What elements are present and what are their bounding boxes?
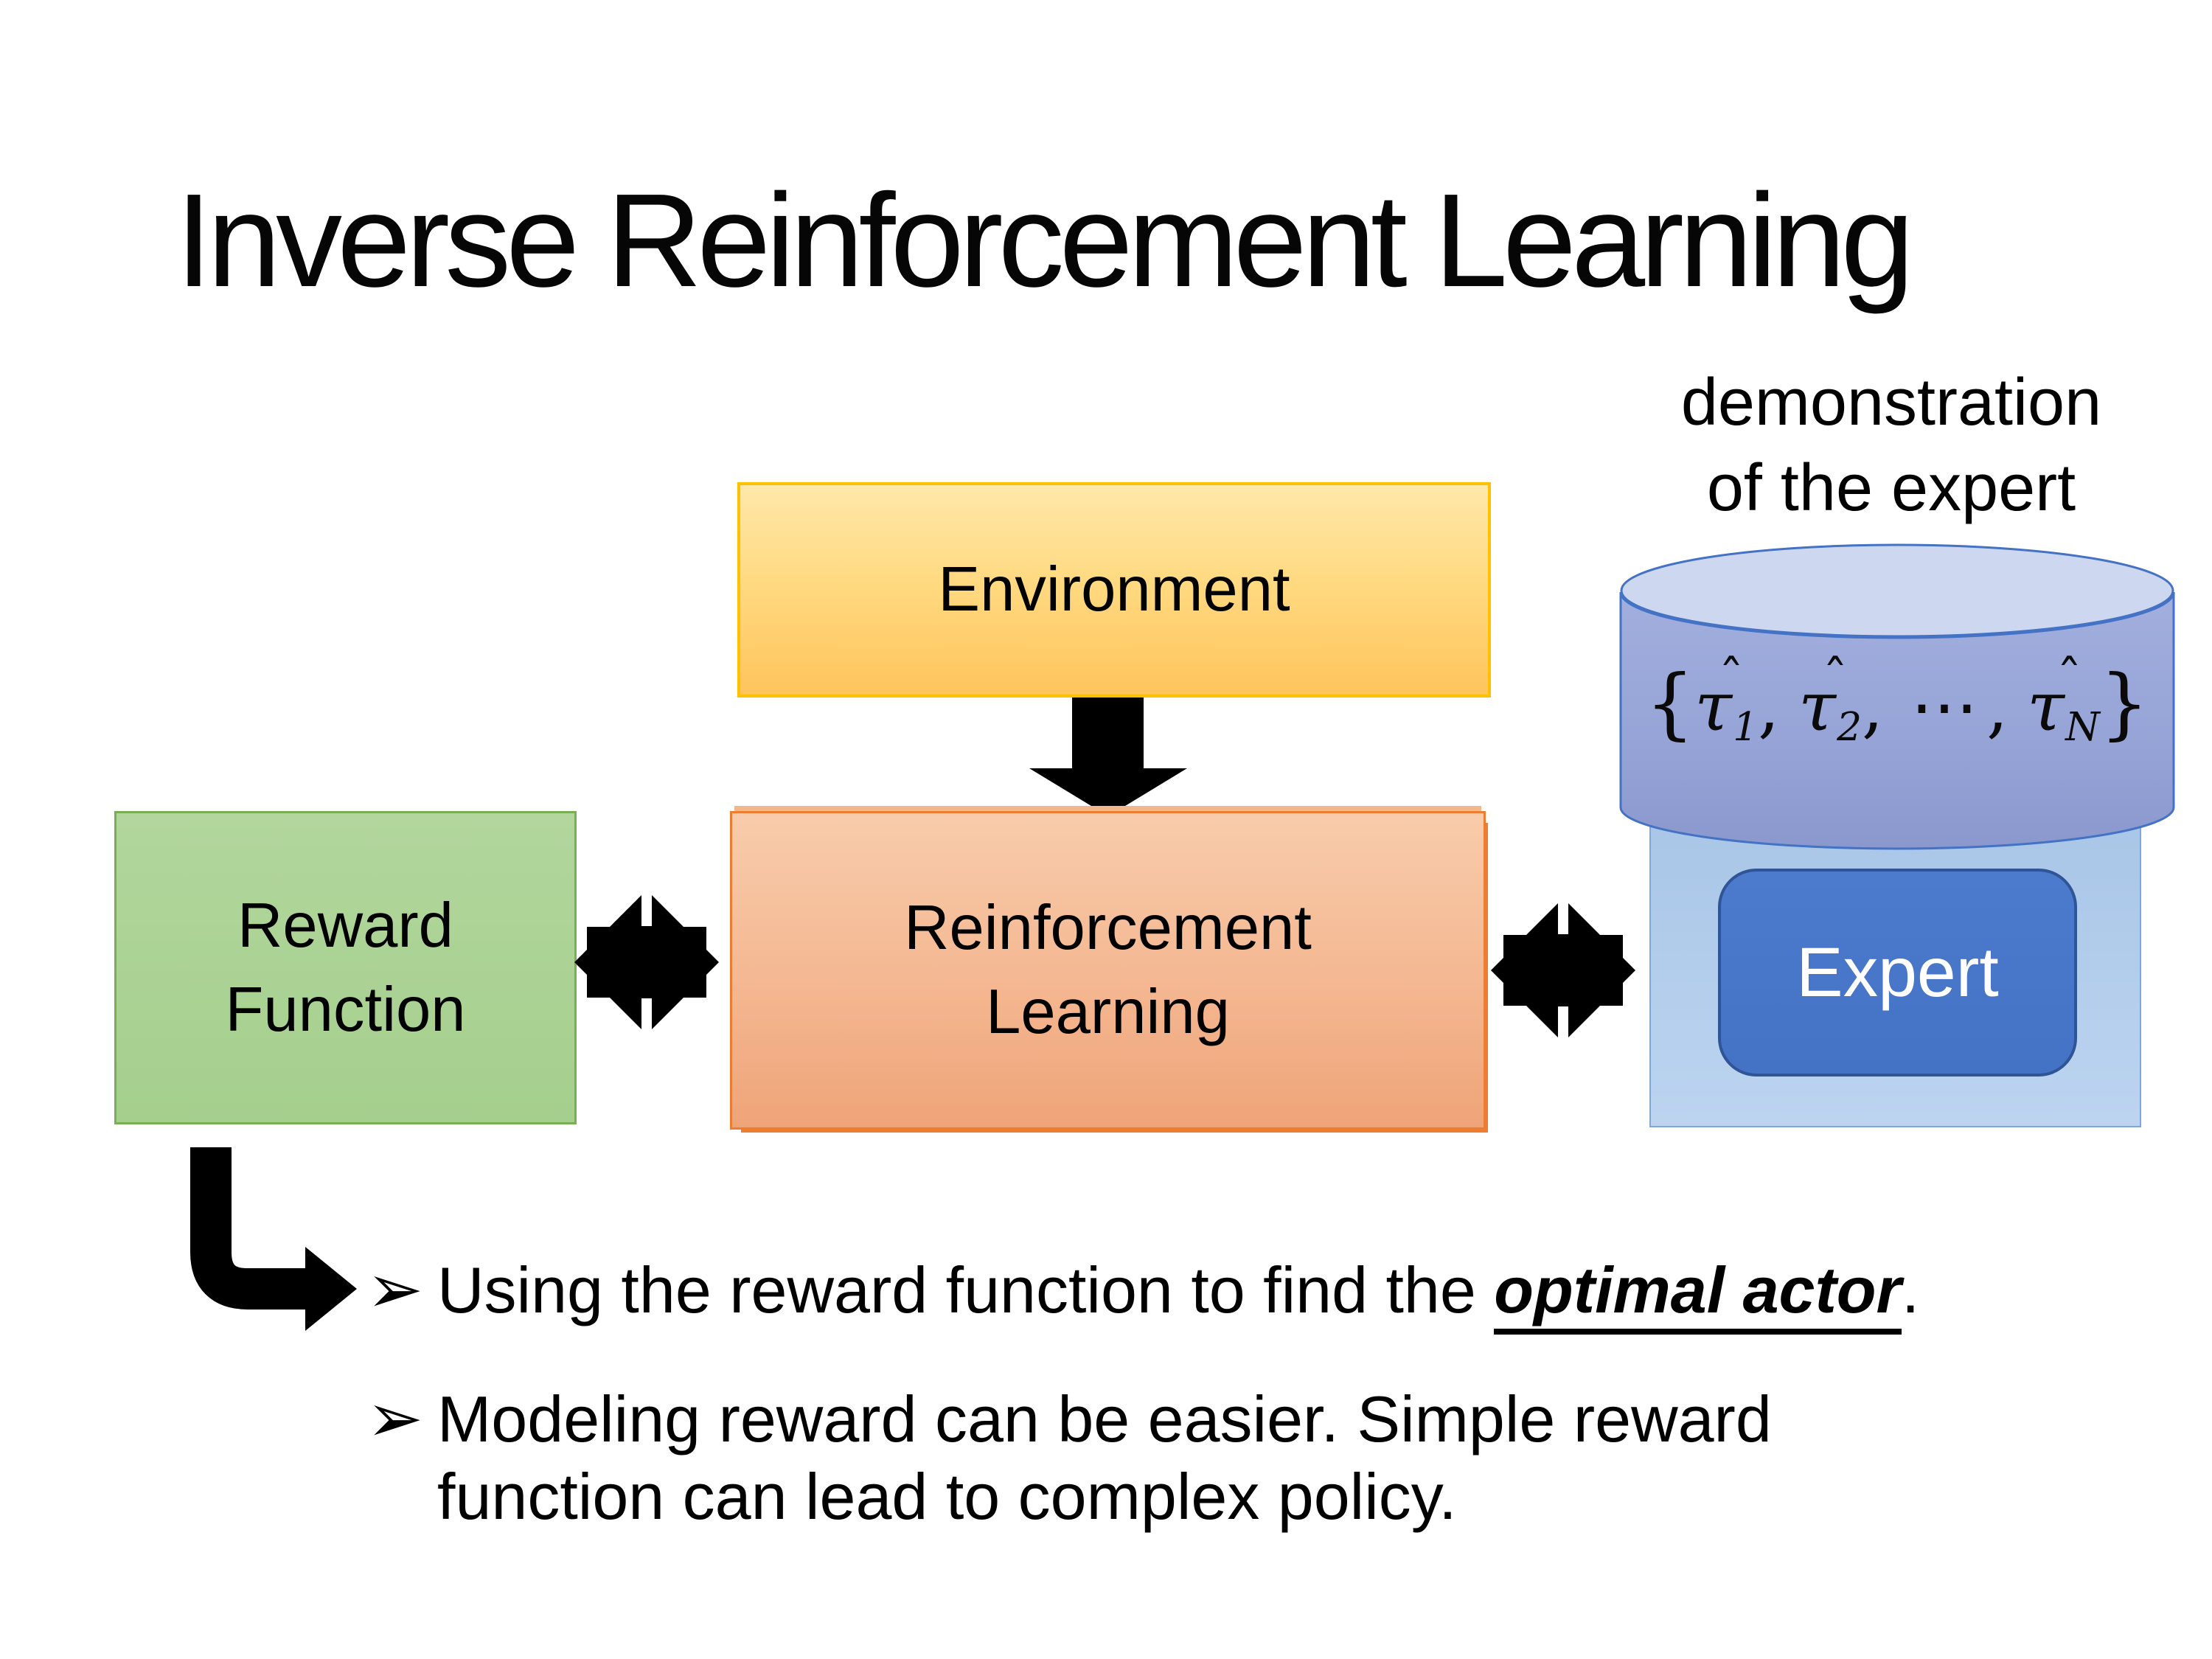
demonstration-database-cylinder xyxy=(1619,543,2175,850)
down-arrow-icon xyxy=(1029,698,1187,816)
bullet-item-optimal-actor: ➢ Using the reward function to find the … xyxy=(366,1251,2173,1335)
environment-box: Environment xyxy=(737,482,1491,698)
reinforcement-learning-label: Reinforcement Learning xyxy=(904,893,1312,1047)
expert-box: Expert xyxy=(1718,869,2077,1077)
environment-label: Environment xyxy=(938,554,1290,625)
expert-label: Expert xyxy=(1796,933,1999,1012)
reward-function-box: Reward Function xyxy=(114,811,577,1124)
bullet-arrow-icon: ➢ xyxy=(366,1252,424,1327)
page-title: Inverse Reinforcement Learning xyxy=(175,167,1914,315)
optimal-actor-emphasis: optimal actor xyxy=(1494,1253,1902,1335)
bullet-item-modeling-reward: ➢ Modeling reward can be easier. Simple … xyxy=(366,1380,2173,1535)
ellipsis: ⋯ xyxy=(1910,667,1979,746)
bullet-2-text: Modeling reward can be easier. Simple re… xyxy=(437,1382,1772,1533)
reinforcement-learning-box: Reinforcement Learning xyxy=(730,811,1486,1130)
bullet-1-text: Using the reward function to find the op… xyxy=(437,1251,1919,1335)
reward-function-label: Reward Function xyxy=(225,890,466,1045)
demonstration-label: demonstration of the expert xyxy=(1680,366,2102,525)
elbow-arrow-icon xyxy=(190,1147,357,1331)
double-arrow-left-icon xyxy=(574,888,719,1036)
brace-close: } xyxy=(2099,658,2149,748)
bullet-arrow-icon: ➢ xyxy=(366,1381,424,1456)
brace-open: { xyxy=(1645,658,1695,748)
double-arrow-right-icon xyxy=(1491,897,1635,1044)
